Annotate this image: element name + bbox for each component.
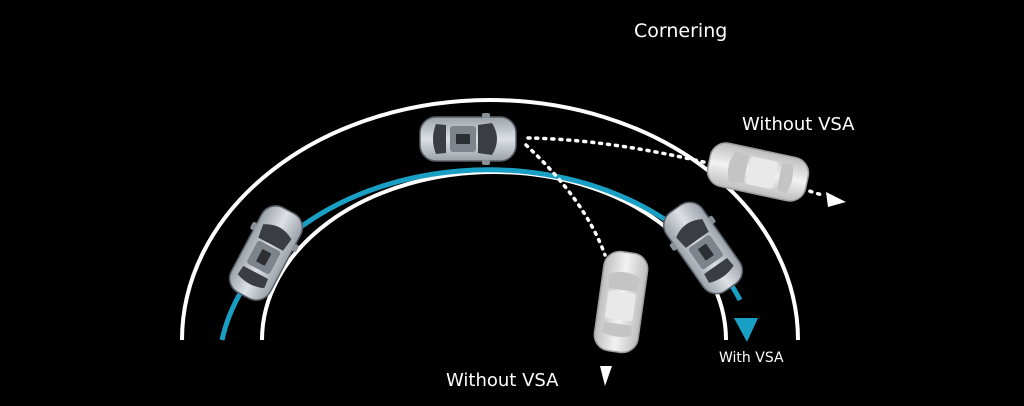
ghost-car-right <box>703 139 813 205</box>
label-without-vsa-right: Without VSA <box>742 114 855 135</box>
label-with-vsa: With VSA <box>719 350 784 366</box>
ghost-car-bottom <box>591 248 651 356</box>
with-vsa-arrow <box>734 318 758 342</box>
skid-path-bottom <box>524 143 607 257</box>
with-vsa-path <box>219 167 743 341</box>
skid-arrow-right <box>826 192 846 207</box>
car-exit-with-vsa <box>653 193 753 303</box>
road-inner-edge <box>260 170 728 341</box>
skid-arrow-bottom <box>600 366 612 386</box>
road-outer-edge <box>180 98 800 341</box>
diagram-title: Cornering <box>634 20 728 42</box>
label-without-vsa-bottom: Without VSA <box>446 370 559 391</box>
car-apex <box>419 112 517 166</box>
